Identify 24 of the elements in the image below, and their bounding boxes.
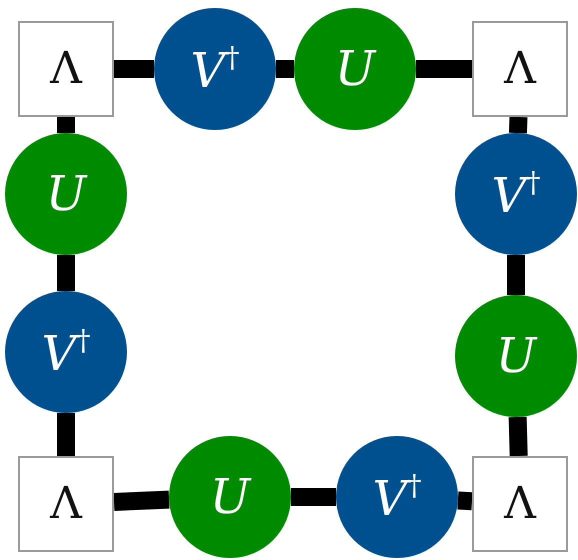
connector-line	[57, 117, 75, 133]
square-node	[472, 21, 568, 117]
node-label: U	[334, 45, 376, 93]
connector-line	[57, 413, 75, 456]
node-label: Λ	[504, 482, 536, 526]
connector-line	[276, 60, 294, 78]
square-node	[472, 456, 568, 552]
connector-line	[114, 490, 170, 511]
connector-line	[507, 255, 525, 295]
connector-line	[114, 60, 154, 78]
node-label: U	[46, 170, 86, 218]
connector-line	[508, 116, 528, 134]
node-label: Λ	[50, 47, 82, 91]
node-label: U	[210, 473, 250, 521]
connector-line	[416, 60, 472, 78]
connector-line	[291, 488, 336, 506]
connector-line	[508, 416, 528, 456]
node-label: Λ	[504, 47, 536, 91]
node-label: Λ	[50, 482, 82, 526]
connector-line	[57, 255, 75, 291]
node-label: U	[496, 332, 536, 380]
square-node	[18, 456, 114, 552]
connector-line	[457, 491, 472, 510]
square-node	[18, 21, 114, 117]
